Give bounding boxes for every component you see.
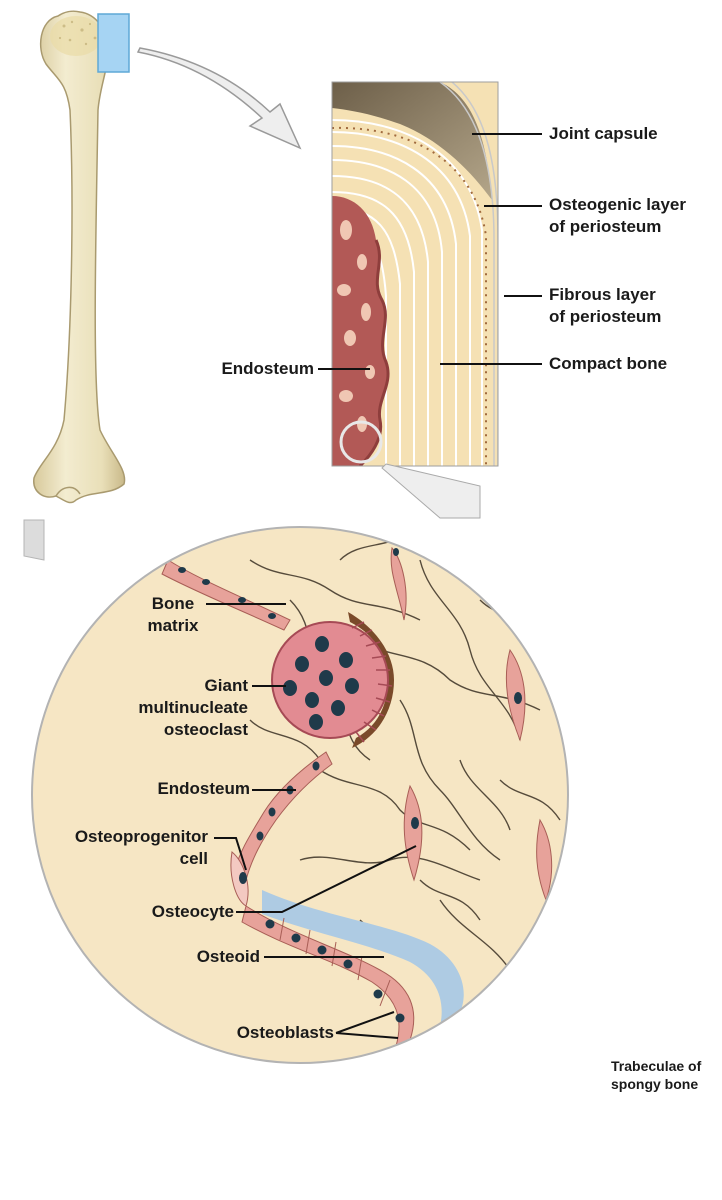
- label-osteoprogenitor-line1: Osteoprogenitor: [74, 827, 208, 846]
- label-osteogenic-layer-line1: Osteogenic layer: [549, 195, 687, 214]
- label-osteoclast-line1: Giant: [204, 676, 248, 695]
- label-compact-bone: Compact bone: [549, 354, 668, 373]
- label-trabeculae-line2: spongy bone: [611, 1076, 699, 1092]
- label-joint-capsule: Joint capsule: [549, 124, 658, 143]
- label-bone-matrix-line1: Bone: [151, 594, 195, 613]
- zoom-arrow: [136, 47, 302, 150]
- label-osteoclast-line2: multinucleate: [138, 698, 248, 717]
- zoom-wedge: [381, 463, 481, 519]
- label-endosteum-lower: Endosteum: [157, 779, 250, 798]
- label-fibrous-layer: Fibrous layer of periosteum: [549, 284, 661, 328]
- label-fibrous-layer-line2: of periosteum: [549, 307, 662, 326]
- label-fibrous-layer-line1: Fibrous layer: [549, 285, 656, 304]
- compact-bone-section: [332, 82, 498, 466]
- label-trabeculae-line1: Trabeculae of: [611, 1058, 702, 1074]
- zoom-circle: [339, 420, 383, 464]
- osteocyte-cells: [390, 546, 553, 902]
- highlight-box: [97, 13, 130, 73]
- marker-shape: [23, 519, 45, 561]
- humerus-bone: [33, 10, 126, 504]
- label-osteoid: Osteoid: [196, 947, 260, 966]
- label-osteoprogenitor: Osteoprogenitor cell: [30, 826, 208, 870]
- leader-lines: [206, 133, 542, 1039]
- label-osteoprogenitor-line2: cell: [179, 849, 208, 868]
- label-osteoclast-line3: osteoclast: [163, 720, 248, 739]
- osteoclast-cell: [271, 612, 394, 748]
- label-bone-matrix-line2: matrix: [147, 616, 199, 635]
- label-osteoclast: Giant multinucleate osteoclast: [96, 675, 248, 741]
- label-osteogenic-layer-line2: of periosteum: [549, 217, 662, 236]
- label-endosteum-upper: Endosteum: [221, 359, 314, 378]
- label-osteogenic-layer: Osteogenic layer of periosteum: [549, 194, 686, 238]
- magnified-view: [31, 526, 569, 1064]
- label-osteoblasts: Osteoblasts: [236, 1023, 334, 1042]
- label-osteocyte: Osteocyte: [151, 902, 234, 921]
- label-trabeculae: Trabeculae of spongy bone: [611, 1057, 701, 1093]
- label-bone-matrix: Bone matrix: [120, 593, 226, 637]
